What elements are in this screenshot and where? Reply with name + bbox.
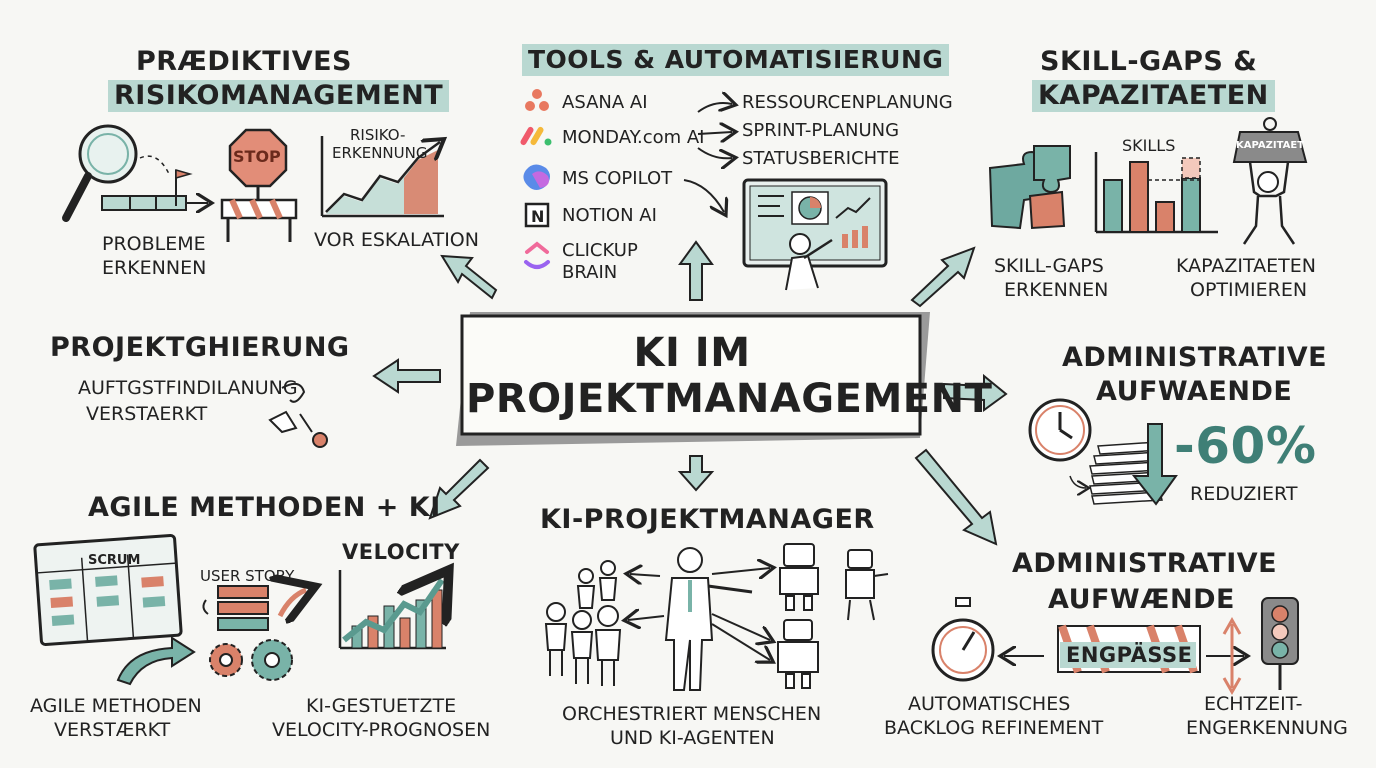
center-box <box>456 312 930 446</box>
admin2-title-line2: AUFWÆNDE <box>1048 584 1235 615</box>
output-sprint-planung: SPRINT-PLANUNG <box>742 120 900 141</box>
center-title: KI IM PROJEKTMANAGEMENT <box>466 330 993 422</box>
dashboard-screen-icon <box>742 178 888 291</box>
probleme-label2: ERKENNEN <box>102 257 207 279</box>
skills-chart-icon <box>1094 152 1218 234</box>
puzzle-icon <box>988 145 1071 230</box>
kipm-sub1: ORCHESTRIERT MENSCHEN <box>562 703 822 725</box>
admin1-title-line2: AUFWAENDE <box>1096 376 1293 407</box>
arrow-to-kipm <box>677 455 715 492</box>
monday-icon <box>520 126 552 146</box>
stop-barrier-icon <box>220 128 298 242</box>
admin2-title-line1: ADMINISTRATIVE <box>1012 548 1278 579</box>
skills-chart-label: SKILLS <box>1122 136 1176 155</box>
notion-icon: N <box>524 202 550 228</box>
copilot-icon <box>523 164 550 190</box>
backlog-label2: BACKLOG REFINEMENT <box>884 717 1104 739</box>
tool-copilot: MS COPILOT <box>562 168 673 189</box>
velocity-label: VELOCITY <box>342 540 460 564</box>
clock-icon <box>1028 398 1092 462</box>
arrow-to-projekt <box>372 358 441 394</box>
center-title-line2: PROJEKTMANAGEMENT <box>466 376 993 422</box>
agile-verstaerkt-label2: VERSTÆRKT <box>54 719 171 741</box>
agile-verstaerkt-label1: AGILE METHODEN <box>30 695 202 717</box>
weight-label: KAPAZITAET <box>1236 140 1305 151</box>
reduziert-label: REDUZIERT <box>1190 483 1298 505</box>
tool-asana: ASANA AI <box>562 92 648 113</box>
magnifier-icon <box>62 124 138 222</box>
people-and-robots-icon <box>544 543 889 691</box>
prognose-label1: KI-GESTUETZTE <box>306 695 457 717</box>
stopwatch-icon <box>931 597 1044 682</box>
down-arrow-icon <box>1131 423 1178 506</box>
user-story-stack-icon <box>202 586 306 631</box>
echtzeit-label2: ENGERKENNUNG <box>1186 717 1348 739</box>
kapazitaeten-label2: OPTIMIEREN <box>1190 279 1308 301</box>
skills-title-line2: KAPAZITAETEN <box>1032 80 1275 112</box>
clickup-icon <box>524 241 550 269</box>
risk-chart-icon <box>320 136 444 218</box>
skill-gaps-label1: SKILL-GAPS <box>994 255 1104 277</box>
gears-icon <box>209 639 293 681</box>
backlog-label1: AUTOMATISCHES <box>908 693 1071 715</box>
timeline-bar-icon <box>101 155 208 210</box>
tool-brain: BRAIN <box>562 262 618 283</box>
projekt-sub1: AUFTGSTFINDILANUNG <box>78 377 298 399</box>
tool-monday: MONDAY.com AI <box>562 127 705 148</box>
skills-title-line1: SKILL-GAPS & <box>1040 46 1258 77</box>
double-arrow-icon <box>1222 616 1242 696</box>
manager-arrows <box>628 568 770 660</box>
skill-gaps-label2: ERKENNEN <box>1004 279 1109 301</box>
kipm-sub2: UND KI-AGENTEN <box>610 727 775 749</box>
scrum-board-icon <box>33 534 183 646</box>
tools-title: TOOLS & AUTOMATISIERUNG <box>522 44 950 76</box>
projekt-title: PROJEKTGHIERUNG <box>50 332 350 363</box>
projekt-sub2: VERSTAERKT <box>86 403 208 425</box>
probleme-label1: PROBLEME <box>102 233 206 255</box>
arrow-to-admin1 <box>943 373 1008 412</box>
tool-clickup: CLICKUP <box>562 240 638 261</box>
bottleneck-barrier-icon <box>1057 624 1244 674</box>
risk-title-line2: RISIKOMANAGEMENT <box>108 80 450 112</box>
kipm-title: KI-PROJEKTMANAGER <box>540 504 875 535</box>
echtzeit-label1: ECHTZEIT- <box>1204 693 1303 715</box>
arrow-to-agile <box>428 458 490 520</box>
hand-marker-icon <box>268 382 328 448</box>
asana-icon <box>525 89 549 111</box>
tool-icons: N <box>520 89 552 269</box>
percent-reduction: -60% <box>1174 417 1317 475</box>
admin1-title-line1: ADMINISTRATIVE <box>1062 342 1328 373</box>
svg-text:N: N <box>531 207 544 226</box>
arrow-to-skills <box>910 246 976 308</box>
engpaesse-label: ENGPÄSSE <box>1066 643 1193 667</box>
arrow-to-tools <box>678 240 714 301</box>
arrow-to-risk <box>440 254 498 300</box>
traffic-light-icon <box>1261 597 1299 690</box>
arrow-to-admin2 <box>914 448 998 546</box>
velocity-chart-icon <box>338 570 446 650</box>
center-arrows <box>372 240 1008 546</box>
tool-notion: NOTION AI <box>562 205 657 226</box>
prognose-label2: VELOCITY-PROGNOSEN <box>272 719 491 741</box>
risk-title-line1: PRÆDIKTIVES <box>136 46 353 77</box>
kapazitaeten-label1: KAPAZITAETEN <box>1176 255 1316 277</box>
output-statusberichte: STATUSBERICHTE <box>742 148 900 169</box>
tool-arrows <box>683 103 732 212</box>
user-story-label: USER STORY <box>200 567 295 585</box>
risk-chart-label1: RISIKO- <box>350 126 406 144</box>
teal-curve-arrow-icon <box>116 636 196 686</box>
output-ressourcenplanung: RESSOURCENPLANUNG <box>742 92 953 113</box>
eskalation-label: VOR ESKALATION <box>314 229 479 251</box>
scrum-label: SCRUM <box>88 553 141 568</box>
center-title-line1: KI IM <box>633 330 751 376</box>
weightlifter-icon <box>1232 117 1308 245</box>
stop-sign-label: STOP <box>233 147 281 166</box>
agile-title: AGILE METHODEN + KI <box>88 492 441 523</box>
risk-chart-label2: ERKENNUNG <box>332 144 428 162</box>
